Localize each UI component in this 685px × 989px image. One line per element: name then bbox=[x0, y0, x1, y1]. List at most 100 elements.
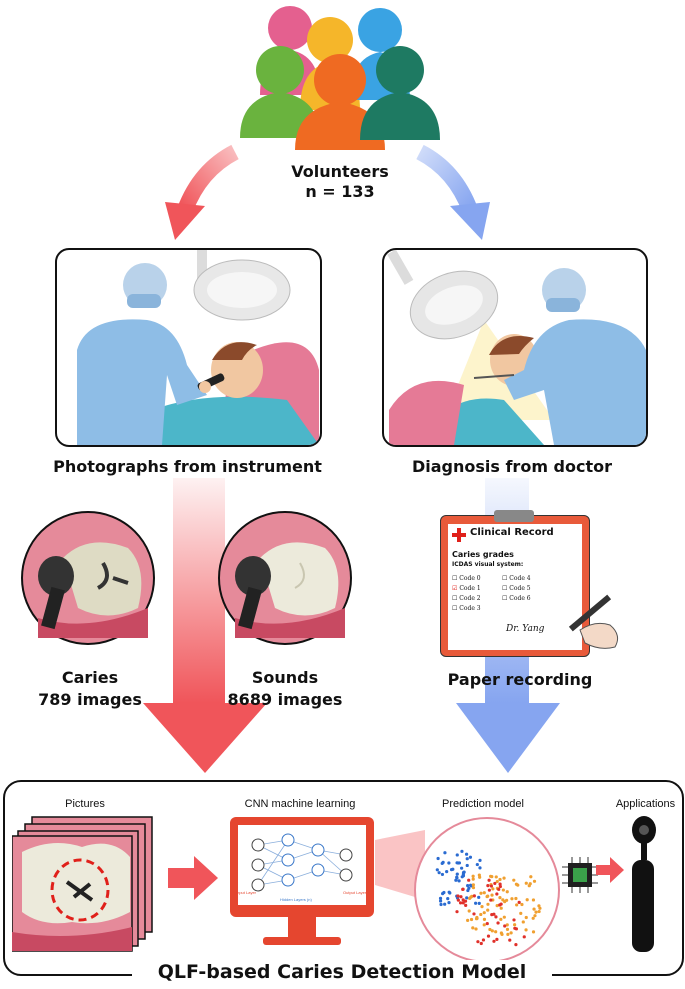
sound-tooth-image bbox=[218, 511, 352, 645]
scatter-point-red bbox=[517, 900, 521, 904]
prediction-label: Prediction model bbox=[442, 798, 524, 810]
doctor-signature: Dr. Yang bbox=[506, 624, 545, 634]
scatter-point-red bbox=[455, 910, 459, 914]
scatter-point-blue bbox=[474, 901, 478, 905]
record-sheet: Clinical Record Caries grades ICDAS visu… bbox=[448, 524, 582, 650]
scatter-point-blue bbox=[465, 857, 469, 861]
scatter-point-orange bbox=[475, 915, 479, 920]
scatter-point-red bbox=[522, 935, 526, 939]
record-title: Clinical Record bbox=[470, 527, 554, 538]
scatter-point-orange bbox=[488, 927, 492, 932]
scatter-point-red bbox=[514, 943, 518, 947]
scatter-point-blue bbox=[446, 897, 450, 901]
scatter-point-orange bbox=[486, 894, 490, 898]
scatter-point-red bbox=[495, 892, 499, 896]
scatter-point-red bbox=[461, 898, 465, 902]
scatter-point-orange bbox=[519, 911, 523, 915]
scatter-point-orange bbox=[471, 883, 475, 887]
scatter-point-red bbox=[497, 887, 501, 891]
volunteers-illustration bbox=[240, 6, 440, 150]
scatter-point-orange bbox=[510, 897, 514, 901]
scatter-point-blue bbox=[478, 858, 482, 863]
scatter-point-orange bbox=[495, 879, 499, 884]
scatter-point-blue bbox=[440, 872, 445, 877]
scatter-point-red bbox=[503, 924, 507, 928]
scatter-point-blue bbox=[460, 866, 464, 870]
scatter-point-orange bbox=[505, 927, 510, 931]
scatter-point-blue bbox=[467, 886, 471, 890]
scatter-point-orange bbox=[482, 911, 486, 915]
chip-icon bbox=[562, 857, 598, 893]
scatter-point-orange bbox=[474, 927, 478, 931]
scatter-point-red bbox=[493, 881, 497, 886]
scatter-point-blue bbox=[435, 868, 439, 872]
scatter-point-red bbox=[481, 938, 486, 942]
scatter-point-blue bbox=[438, 899, 443, 903]
scatter-point-red bbox=[472, 912, 476, 916]
scatter-point-red bbox=[461, 901, 465, 905]
scatter-point-orange bbox=[521, 920, 525, 924]
scatter-point-orange bbox=[503, 900, 507, 904]
scatter-point-red bbox=[472, 894, 476, 898]
scatter-point-orange bbox=[514, 896, 518, 901]
cnn-monitor bbox=[230, 817, 374, 945]
scatter-point-blue bbox=[456, 861, 460, 865]
sounds-label: Sounds bbox=[251, 668, 319, 687]
instrument-panel-title: Photographs from instrument bbox=[53, 457, 322, 476]
cnn-label: CNN machine learning bbox=[244, 798, 356, 810]
output-layer-label: Output Layer bbox=[343, 890, 367, 895]
scatter-point-blue bbox=[439, 902, 443, 907]
scatter-point-blue bbox=[441, 892, 445, 896]
scatter-point-orange bbox=[466, 918, 470, 922]
scatter-point-orange bbox=[537, 904, 541, 908]
scatter-point-blue bbox=[465, 896, 469, 900]
scatter-point-orange bbox=[479, 912, 483, 917]
scatter-point-red bbox=[489, 884, 493, 888]
scatter-point-orange bbox=[532, 879, 537, 883]
scatter-point-orange bbox=[482, 891, 486, 895]
scatter-point-red bbox=[464, 903, 468, 907]
scatter-point-orange bbox=[524, 915, 528, 920]
scatter-point-red bbox=[494, 915, 498, 919]
scatter-point-orange bbox=[491, 887, 495, 891]
scatter-point-red bbox=[487, 888, 491, 892]
scatter-point-blue bbox=[477, 895, 481, 899]
scatter-point-red bbox=[492, 939, 496, 943]
scatter-point-orange bbox=[499, 906, 503, 910]
code-item: ☐ Code 0 bbox=[452, 575, 481, 582]
red-curved-arrow bbox=[165, 144, 239, 240]
scatter-point-red bbox=[486, 934, 491, 938]
scatter-point-orange bbox=[527, 884, 531, 888]
scatter-point-orange bbox=[495, 903, 499, 908]
scatter-point-blue bbox=[455, 872, 459, 876]
handheld-device-icon bbox=[632, 816, 656, 952]
code-item: ☐ Code 4 bbox=[502, 575, 531, 582]
clip-icon bbox=[494, 510, 534, 522]
scatter-point-blue bbox=[447, 901, 451, 905]
dentist-instrument-scene bbox=[77, 250, 319, 445]
clinical-record-clipboard: Clinical Record Caries grades ICDAS visu… bbox=[440, 510, 590, 657]
scatter-point-orange bbox=[477, 873, 481, 877]
scatter-point-orange bbox=[505, 890, 509, 894]
applications-label: Applications bbox=[615, 798, 676, 810]
instrument-photo-panel bbox=[55, 248, 322, 447]
scatter-point-blue bbox=[438, 896, 443, 900]
pictures-stack bbox=[12, 816, 153, 952]
scatter-point-orange bbox=[512, 878, 516, 882]
scatter-point-orange bbox=[529, 875, 533, 879]
scatter-point-orange bbox=[509, 931, 513, 935]
code-column-left: ☐ Code 0 ☑ Code 1 ☐ Code 2 ☐ Code 3 bbox=[452, 574, 481, 614]
scatter-point-blue bbox=[443, 902, 447, 906]
scatter-point-orange bbox=[482, 923, 486, 927]
scatter-point-red bbox=[485, 921, 489, 926]
record-grades: Caries grades bbox=[452, 550, 514, 559]
scatter-point-orange bbox=[494, 930, 498, 934]
scatter-point-blue bbox=[443, 851, 447, 855]
scatter-point-orange bbox=[471, 877, 475, 881]
scatter-point-red bbox=[512, 918, 516, 922]
scatter-point-red bbox=[486, 884, 490, 888]
scatter-point-orange bbox=[532, 907, 536, 911]
scatter-point-red bbox=[489, 898, 493, 902]
scatter-point-blue bbox=[461, 874, 466, 878]
scatter-point-orange bbox=[520, 902, 524, 907]
